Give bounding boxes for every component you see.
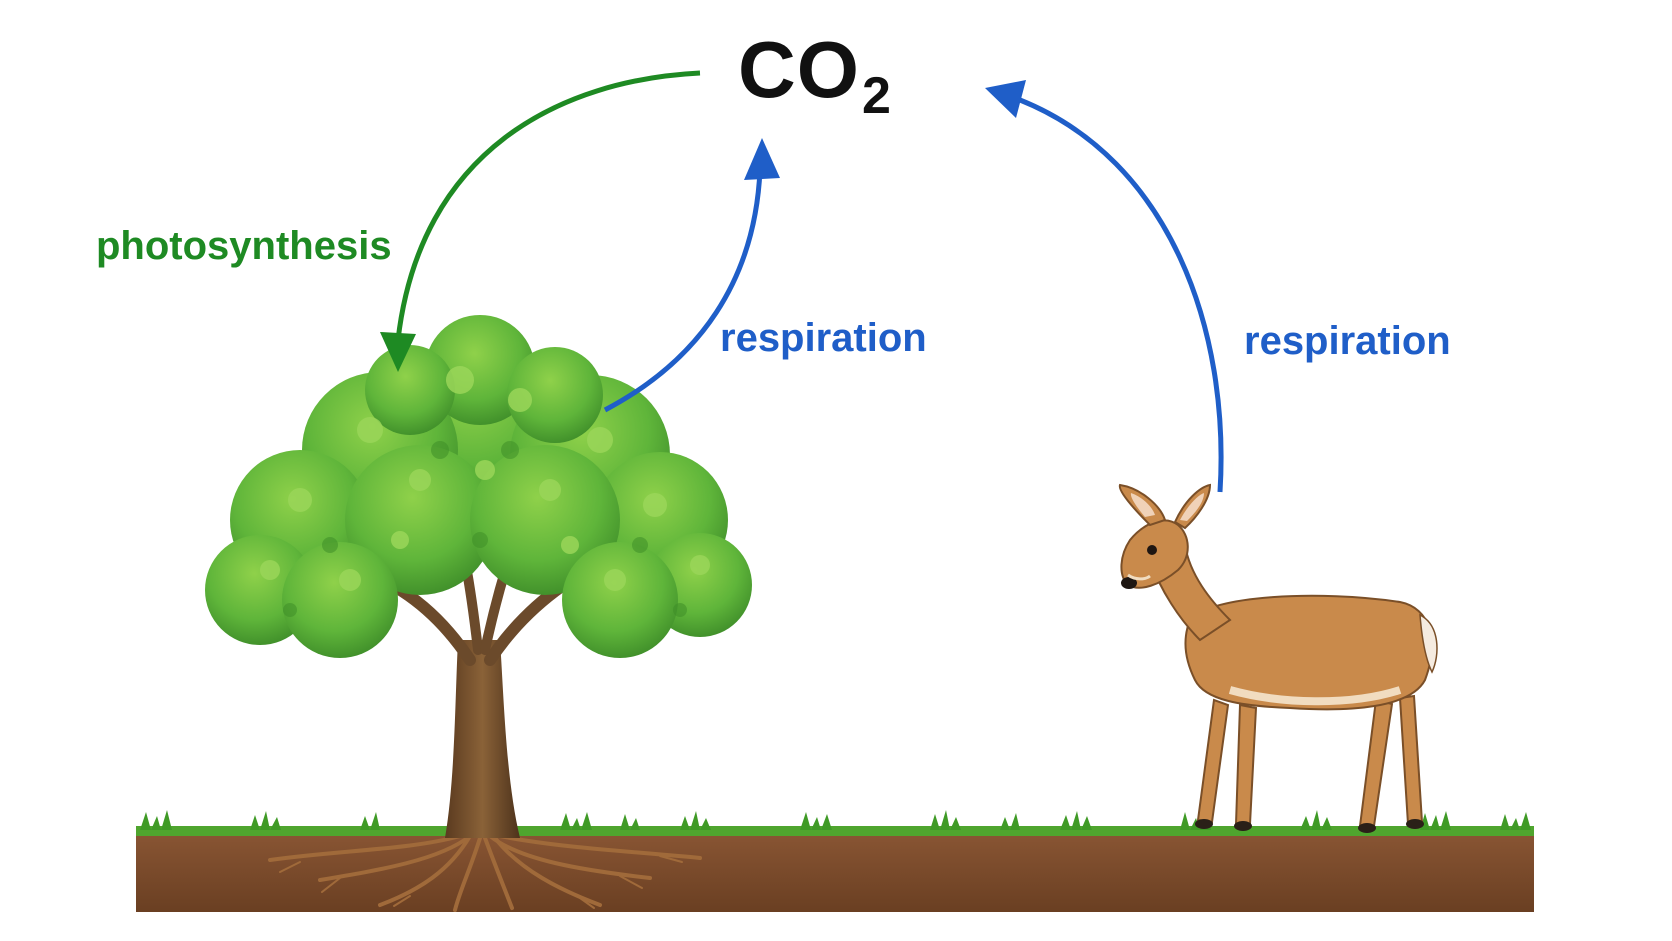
blue-arrowhead-icon xyxy=(985,80,1026,118)
photosynthesis-arrow xyxy=(393,70,701,345)
green-arrowhead-icon xyxy=(380,332,416,372)
deer-icon xyxy=(1118,483,1438,833)
photosynthesis-label: photosynthesis xyxy=(96,224,392,268)
tree-icon xyxy=(205,315,752,838)
deer-respiration-label: respiration xyxy=(1244,319,1451,363)
co2-subscript: 2 xyxy=(862,67,892,125)
co2-label: CO2 xyxy=(738,30,892,123)
blue-arrowhead-icon xyxy=(744,138,780,180)
tree-respiration-label: respiration xyxy=(720,316,927,360)
ground-icon xyxy=(136,810,1534,912)
deer-respiration-arrow xyxy=(1019,97,1224,493)
tree-respiration-arrow xyxy=(603,169,763,413)
co2-main: CO xyxy=(738,25,860,114)
